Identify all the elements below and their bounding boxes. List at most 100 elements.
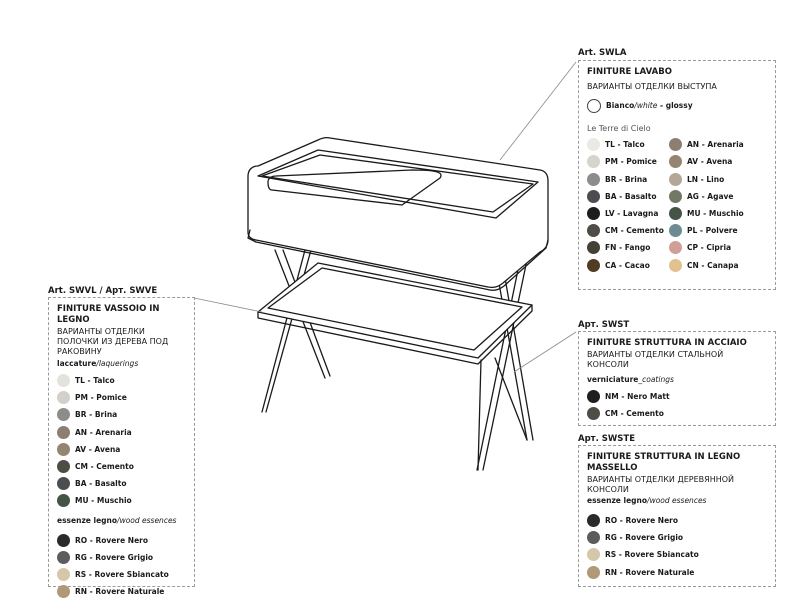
- swatch-label: BA - Basalto: [75, 479, 127, 489]
- color-swatch: [57, 460, 70, 474]
- swatch-row: CM - Cemento: [587, 405, 767, 422]
- wood-name: essenze legno: [57, 515, 118, 525]
- swatch-row: RS - Rovere Sbiancato: [57, 566, 186, 583]
- swatch-label: NM - Nero Matt: [605, 392, 670, 402]
- swatch-row: MU - Muschio: [669, 205, 751, 222]
- color-swatch: [57, 550, 70, 564]
- swst-coating-list: NM - Nero Matt CM - Cemento: [587, 388, 767, 422]
- swatch-row: TL - Talco: [57, 372, 186, 389]
- color-swatch: [587, 548, 600, 562]
- swatch-row: BR - Brina: [57, 406, 186, 423]
- art-swst-label: Арт. SWST: [578, 320, 630, 330]
- swatch-row: AV - Avena: [57, 441, 186, 458]
- color-swatch: [587, 138, 600, 152]
- swatch-label: FN - Fango: [605, 243, 651, 253]
- swatch-row: BA - Basalto: [587, 188, 669, 205]
- swla-white-row: Bianco/white - glossy: [587, 97, 767, 114]
- swatch-row: RN - Rovere Naturale: [587, 564, 767, 581]
- color-swatch: [587, 390, 600, 404]
- swatch-label: AV - Avena: [687, 157, 733, 167]
- swatch-row: FN - Fango: [587, 239, 669, 256]
- color-swatch: [57, 408, 70, 422]
- terre-di-cielo-label: Le Terre di Cielo: [587, 124, 651, 134]
- color-swatch: [587, 241, 600, 255]
- swla-title: FINITURE LAVABO: [587, 67, 672, 77]
- swvl-wood-list: RO - Rovere Nero RG - Rovere Grigio RS - R…: [57, 532, 186, 600]
- color-swatch: [669, 172, 682, 186]
- white-alt: white: [636, 101, 658, 111]
- swatch-row: PM - Pomice: [57, 389, 186, 406]
- swatch-label: CP - Cipria: [687, 243, 732, 253]
- swatch-label: AV - Avena: [75, 444, 121, 454]
- swatch-label: TL - Talco: [605, 140, 645, 150]
- swla-finishes-panel: FINITURE LAVABO ВАРИАНТЫ ОТДЕЛКИ ВЫСТУПА…: [578, 60, 776, 290]
- swatch-row: RO - Rovere Nero: [57, 532, 186, 549]
- white-sep: /: [634, 101, 637, 111]
- swatch-row: PM - Pomice: [587, 153, 669, 170]
- color-swatch: [669, 224, 682, 238]
- vern-alt: coatings: [642, 375, 674, 384]
- swvl-title: FINITURE VASSOIO IN LEGNO: [57, 304, 160, 325]
- swvl-ru-title: ВАРИАНТЫ ОТДЕЛКИ ПОЛОЧКИ ИЗ ДЕРЕВА ПОД Р…: [57, 327, 169, 356]
- swatch-label: BR - Brina: [605, 174, 648, 184]
- swatch-row: RS - Rovere Sbiancato: [587, 546, 767, 563]
- color-swatch: [587, 189, 600, 203]
- color-swatch: [669, 241, 682, 255]
- swatch-label: RS - Rovere Sbiancato: [75, 569, 169, 579]
- swste-wood-alt: wood essences: [649, 496, 707, 505]
- swatch-row: AG - Agave: [669, 188, 751, 205]
- color-swatch: [57, 391, 70, 405]
- color-swatch: [669, 189, 682, 203]
- color-swatch: [669, 138, 682, 152]
- swatch-row: CN - Canapa: [669, 257, 751, 274]
- swatch-label: RN - Rovere Naturale: [605, 567, 695, 577]
- swste-wood-essence-label: essenze legno/wood essences: [587, 496, 767, 506]
- leg-front-cross: [477, 357, 528, 471]
- color-swatch: [57, 425, 70, 439]
- swatch-row: PL - Polvere: [669, 222, 751, 239]
- swatch-label: RO - Rovere Nero: [75, 535, 149, 545]
- white-name: Bianco: [606, 101, 635, 111]
- swatch-label: RO - Rovere Nero: [605, 516, 679, 526]
- swatch-row: MU - Muschio: [57, 492, 186, 509]
- swatch-row: CP - Cipria: [669, 239, 751, 256]
- color-swatch: [57, 374, 70, 388]
- color-swatch: [57, 442, 70, 456]
- leader-swvl: [193, 297, 263, 313]
- swatch-row: TL - Talco: [587, 136, 669, 153]
- wood-alt: wood essences: [119, 515, 177, 525]
- color-swatch: [587, 514, 600, 528]
- swste-ru-title: ВАРИАНТЫ ОТДЕЛКИ ДЕРЕВЯННОЙ КОНСОЛИ: [587, 475, 734, 494]
- swatch-label: CA - Cacao: [605, 260, 650, 270]
- swatch-label: BA - Basalto: [605, 191, 657, 201]
- color-swatch: [587, 224, 600, 238]
- swatch-row: LV - Lavagna: [587, 205, 669, 222]
- swatch-label: MU - Muschio: [75, 496, 132, 506]
- color-swatch: [669, 258, 682, 272]
- swla-col-left: TL - Talco PM - Pomice BR - Brina BA - Basa…: [587, 136, 669, 274]
- coatings-label: verniciature_coatings: [587, 375, 767, 385]
- color-swatch: [587, 258, 600, 272]
- swatch-row: AN - Arenaria: [57, 424, 186, 441]
- swatch-row: LN - Lino: [669, 171, 751, 188]
- white-suffix: - glossy: [657, 101, 693, 111]
- swatch-label: CN - Canapa: [687, 260, 739, 270]
- swatch-row: RN - Rovere Naturale: [57, 583, 186, 600]
- swatch-label: RG - Rovere Grigio: [75, 552, 154, 562]
- color-swatch: [669, 155, 682, 169]
- swst-ru-title: ВАРИАНТЫ ОТДЕЛКИ СТАЛЬНОЙ КОНСОЛИ: [587, 350, 724, 369]
- swste-finishes-panel: FINITURE STRUTTURA IN LEGNO MASSELLO ВАР…: [578, 445, 776, 587]
- swatch-label: PM - Pomice: [75, 393, 127, 403]
- wood-essence-label: essenze legno/wood essences: [57, 516, 186, 526]
- art-swla-label: Art. SWLA: [578, 48, 627, 58]
- color-swatch: [587, 207, 600, 221]
- color-swatch: [587, 407, 600, 421]
- color-swatch: [57, 477, 70, 491]
- leg-right-front: [496, 271, 534, 441]
- swatch-label: PL - Polvere: [687, 226, 738, 236]
- swatch-row: RO - Rovere Nero: [587, 512, 767, 529]
- basin-outline: [247, 136, 549, 291]
- swatch-row: CM - Cemento: [57, 458, 186, 475]
